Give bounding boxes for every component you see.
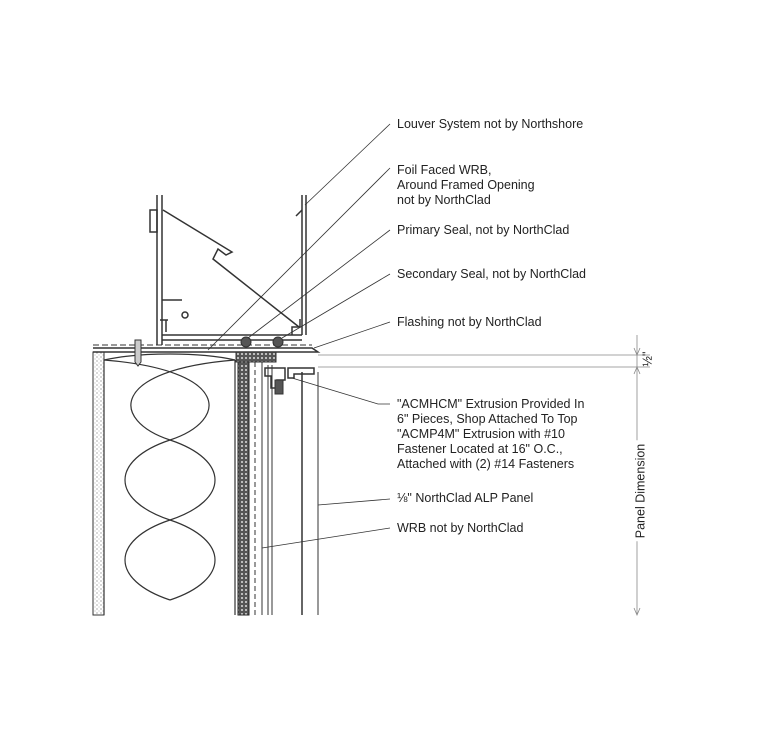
dimension-gap: ½" [640,351,655,367]
primary-seal [240,336,252,348]
label-primary-seal: Primary Seal, not by NorthClad [397,223,570,237]
secondary-seal [272,336,284,348]
batt-insulation [103,353,236,615]
label-panel: ⅛" NorthClad ALP Panel [397,491,534,505]
label-extrusion: "ACMHCM" Extrusion Provided In 6" Pieces… [397,397,585,471]
label-louver: Louver System not by Northshore [397,117,584,131]
label-secondary-seal: Secondary Seal, not by NorthClad [397,267,586,281]
louver-system [149,195,307,345]
label-flashing: Flashing not by NorthClad [397,315,542,329]
leaders [207,123,391,549]
dimension-panel: Panel Dimension [633,440,648,542]
label-wrb: WRB not by NorthClad [397,521,524,535]
wrb-layer [237,353,250,616]
sheathing [92,351,105,616]
dimension-lines [318,335,650,617]
label-foil-wrb: Foil Faced WRB, Around Framed Opening no… [397,163,535,207]
